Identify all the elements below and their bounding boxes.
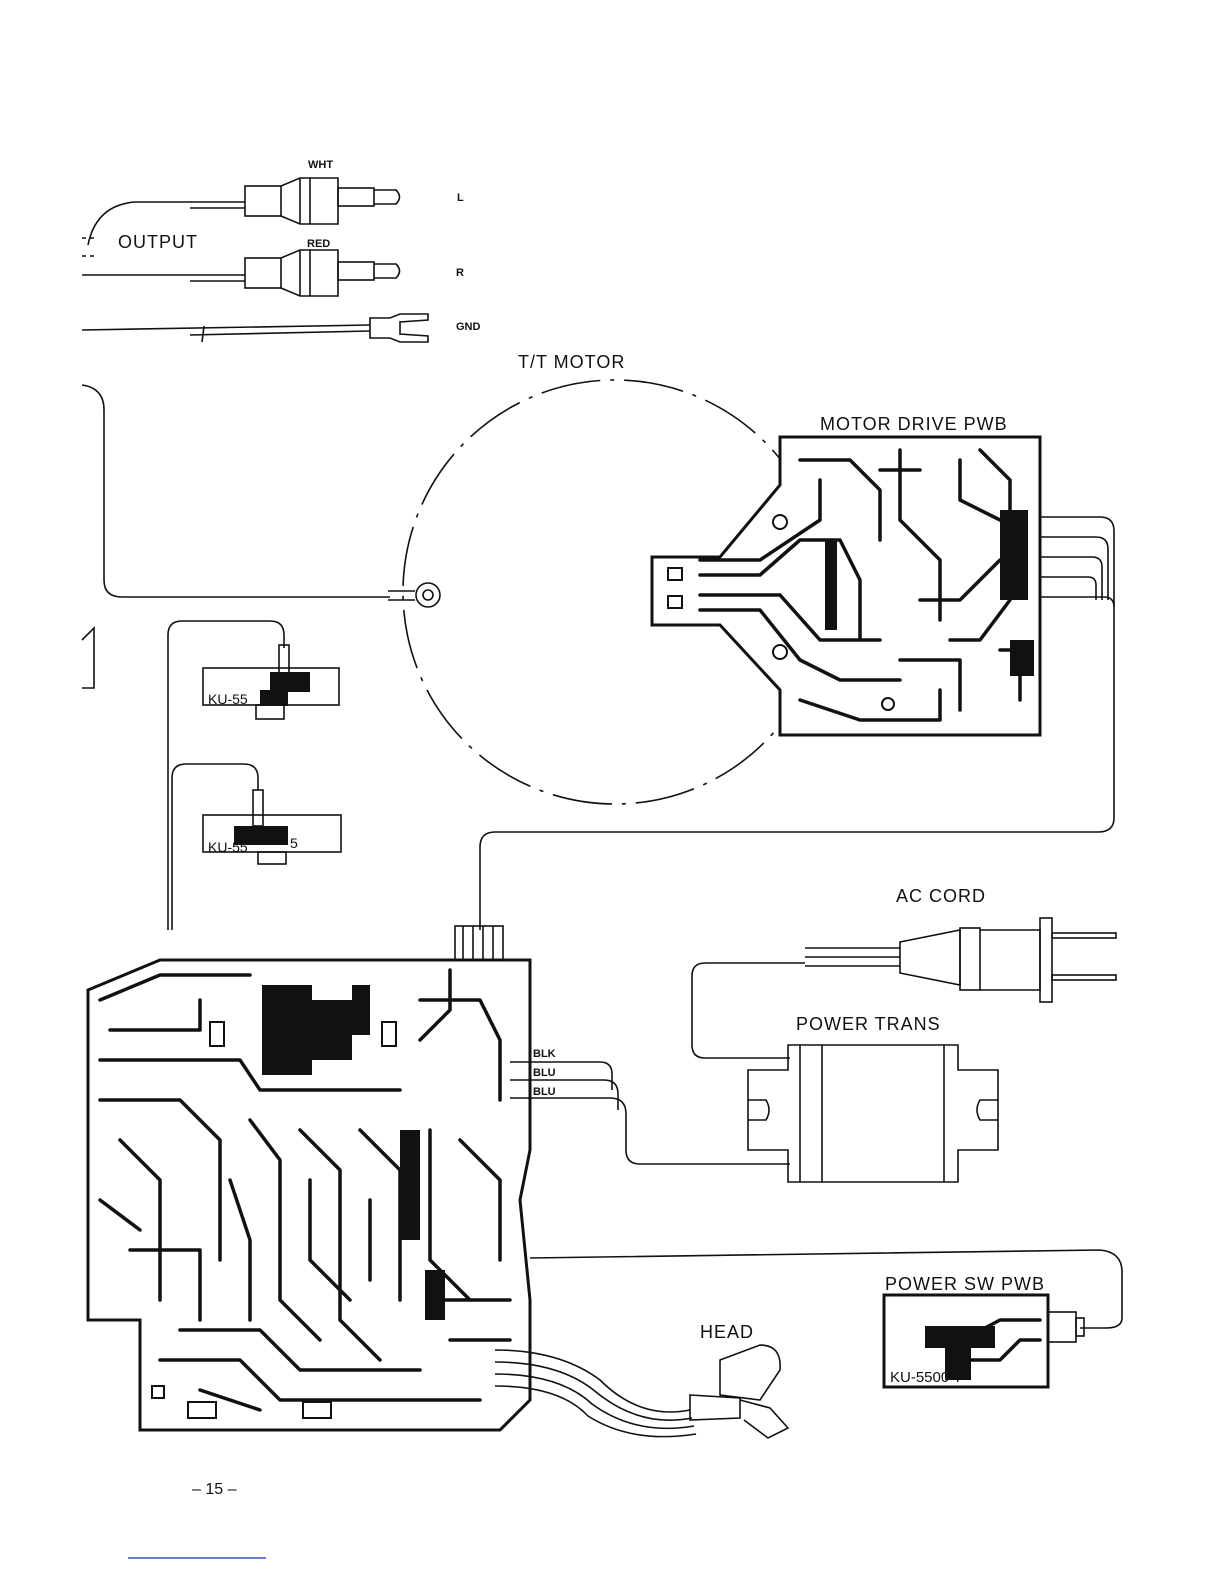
motor-drive-pwb-label: MOTOR DRIVE PWB	[820, 414, 1008, 434]
red-label: RED	[307, 238, 330, 250]
main-pwb	[88, 926, 530, 1430]
gnd-spade-lug	[82, 314, 428, 342]
ku-board-1: KU-55	[168, 621, 339, 930]
red-rca-plug	[245, 250, 400, 296]
power-sw-pwb-label: POWER SW PWB	[885, 1274, 1045, 1294]
ac-cord-plug	[805, 918, 1116, 1002]
tape-head	[690, 1345, 788, 1438]
power-sw-pwb: KU-5500-7	[884, 1295, 1084, 1387]
gnd-label: GND	[456, 321, 481, 333]
page-number: – 15 –	[192, 1481, 237, 1498]
power-transformer	[748, 1045, 998, 1182]
ku-board-2-suffix: 5	[290, 835, 298, 851]
motor-drive-pwb	[652, 437, 1040, 735]
wht-label: WHT	[308, 159, 333, 171]
ku-board-1-label: KU-55	[208, 691, 248, 707]
ground-wire	[82, 385, 390, 597]
head-label: HEAD	[700, 1322, 754, 1342]
left-channel-label: L	[457, 192, 464, 204]
blu-wire-label-1: BLU	[533, 1067, 556, 1079]
power-trans-label: POWER TRANS	[796, 1014, 941, 1034]
output-label: OUTPUT	[118, 232, 198, 252]
ac-cord-label: AC CORD	[896, 886, 986, 906]
ku-board-power-sw-label: KU-5500-7	[890, 1369, 963, 1386]
ku-board-2-label: KU-55	[208, 839, 248, 855]
tt-motor-label: T/T MOTOR	[518, 352, 625, 372]
wht-rca-plug	[245, 178, 400, 224]
right-channel-label: R	[456, 267, 464, 279]
output-cables: WHT L OUTPUT RED R GND	[82, 159, 481, 342]
blu-wire-label-2: BLU	[533, 1086, 556, 1098]
blk-wire-label: BLK	[533, 1048, 556, 1060]
ground-lug	[388, 583, 440, 607]
ac-primary-wire	[692, 963, 805, 1058]
edge-bracket	[82, 628, 94, 688]
ku-board-2: KU-55 5	[172, 764, 341, 930]
